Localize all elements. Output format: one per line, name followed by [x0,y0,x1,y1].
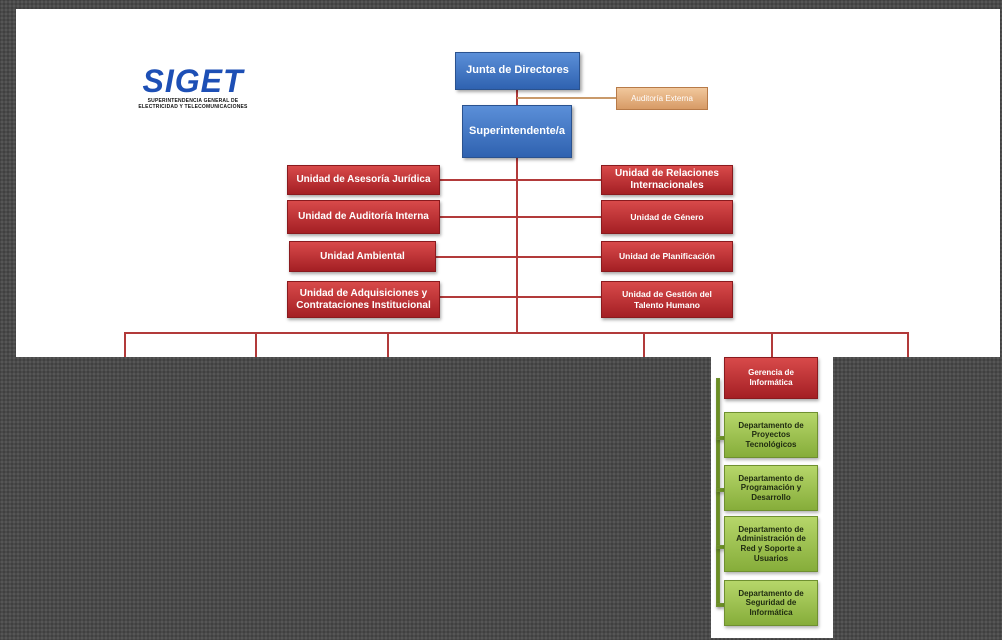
connector-external-audit [517,97,617,99]
logo-subtitle-line2: ELECTRICIDAD Y TELECOMUNICACIONES [138,104,248,110]
connector-drop-5 [643,332,645,357]
siget-logo: SIGET SUPERINTENDENCIA GENERAL DE ELECTR… [127,64,259,112]
connector-drop-1 [124,332,126,357]
node-unit-planning: Unidad de Planificación [601,241,733,272]
connector-drop-2 [255,332,257,357]
node-it-dept-security: Departamento de Seguridad de Informática [724,580,818,626]
connector-it-trunk [716,378,720,606]
connector-drop-3 [387,332,389,357]
connector-main-trunk [516,158,518,332]
node-board: Junta de Directores [455,52,580,90]
node-it-dept-programming: Departamento de Programación y Desarroll… [724,465,818,511]
connector-bottom-bus [124,332,909,334]
connector-drop-6 [771,332,773,357]
node-it-dept-network: Departamento de Administración de Red y … [724,516,818,572]
node-unit-talent: Unidad de Gestión del Talento Humano [601,281,733,318]
node-unit-international: Unidad de Relaciones Internacionales [601,165,733,195]
node-unit-gender: Unidad de Género [601,200,733,234]
connector-row-1 [440,179,602,181]
node-unit-legal: Unidad de Asesoría Jurídica [287,165,440,195]
connector-row-4 [440,296,602,298]
logo-wordmark: SIGET [142,63,244,99]
node-unit-acquisitions: Unidad de Adquisiciones y Contrataciones… [287,281,440,318]
node-external-audit: Auditoría Externa [616,87,708,110]
logo-subtitle-line1: SUPERINTENDENCIA GENERAL DE [147,98,239,104]
connector-row-2 [440,216,602,218]
node-it-management: Gerencia de Informática [724,357,818,399]
connector-row-3 [436,256,602,258]
node-it-dept-projects: Departamento de Proyectos Tecnológicos [724,412,818,458]
node-superintendent: Superintendente/a [462,105,572,158]
node-unit-internal-audit: Unidad de Auditoría Interna [287,200,440,234]
node-unit-environmental: Unidad Ambiental [289,241,436,272]
connector-drop-7 [907,332,909,357]
